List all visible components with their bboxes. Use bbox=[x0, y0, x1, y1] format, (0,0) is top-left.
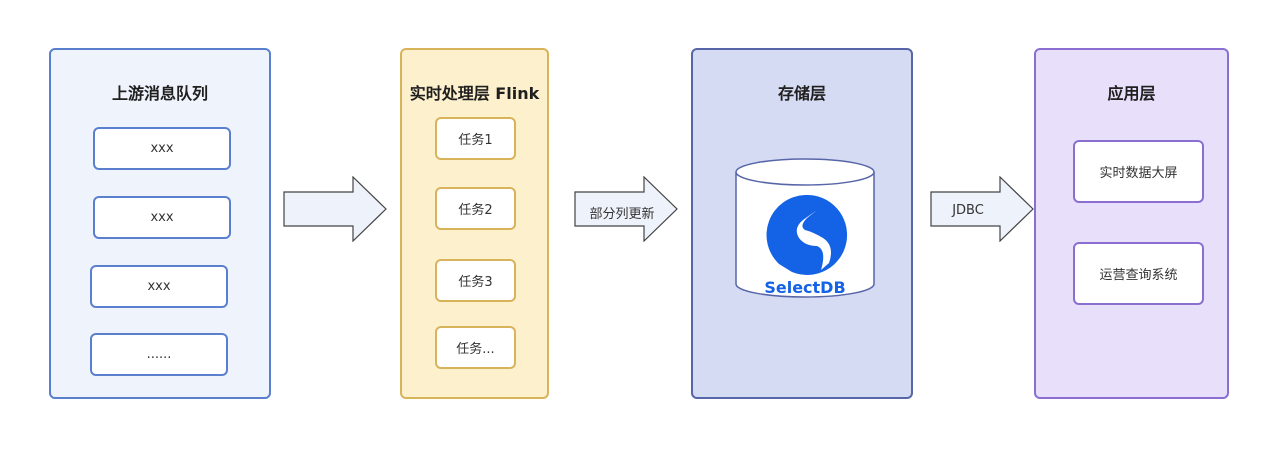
application-layer: 应用层 实时数据大屏 运营查询系统 bbox=[1034, 48, 1229, 399]
flink-task: 任务3 bbox=[435, 259, 516, 302]
flink-processing-layer: 实时处理层 Flink 任务1 任务2 任务3 任务... bbox=[400, 48, 549, 399]
upstream-queue-layer: 上游消息队列 xxx xxx xxx ...... bbox=[49, 48, 271, 399]
arrow-label: JDBC bbox=[952, 203, 984, 218]
flink-task: 任务1 bbox=[435, 117, 516, 160]
layer-title: 应用层 bbox=[1107, 84, 1156, 103]
selectdb-logo-icon bbox=[766, 194, 848, 275]
arrow-flink-to-storage bbox=[574, 176, 678, 242]
layer-title: 上游消息队列 bbox=[111, 84, 208, 103]
queue-item: xxx bbox=[90, 265, 228, 308]
database-cylinder: SelectDB bbox=[735, 158, 875, 304]
queue-item: xxx bbox=[93, 196, 231, 239]
database-cylinder-icon bbox=[735, 158, 875, 298]
flink-task: 任务... bbox=[435, 326, 516, 369]
queue-item: xxx bbox=[93, 127, 231, 170]
layer-title: 存储层 bbox=[777, 84, 826, 103]
app-item-query-system: 运营查询系统 bbox=[1073, 242, 1204, 305]
database-label: SelectDB bbox=[764, 278, 846, 297]
arrow-label: 部分列更新 bbox=[589, 207, 655, 222]
queue-item: ...... bbox=[90, 333, 228, 376]
storage-layer: 存储层 SelectDB bbox=[691, 48, 913, 399]
arrow-storage-to-app bbox=[930, 176, 1034, 242]
flink-task: 任务2 bbox=[435, 187, 516, 230]
arrow-upstream-to-flink bbox=[283, 176, 387, 242]
app-item-dashboard: 实时数据大屏 bbox=[1073, 140, 1204, 203]
layer-title: 实时处理层 Flink bbox=[409, 84, 540, 103]
